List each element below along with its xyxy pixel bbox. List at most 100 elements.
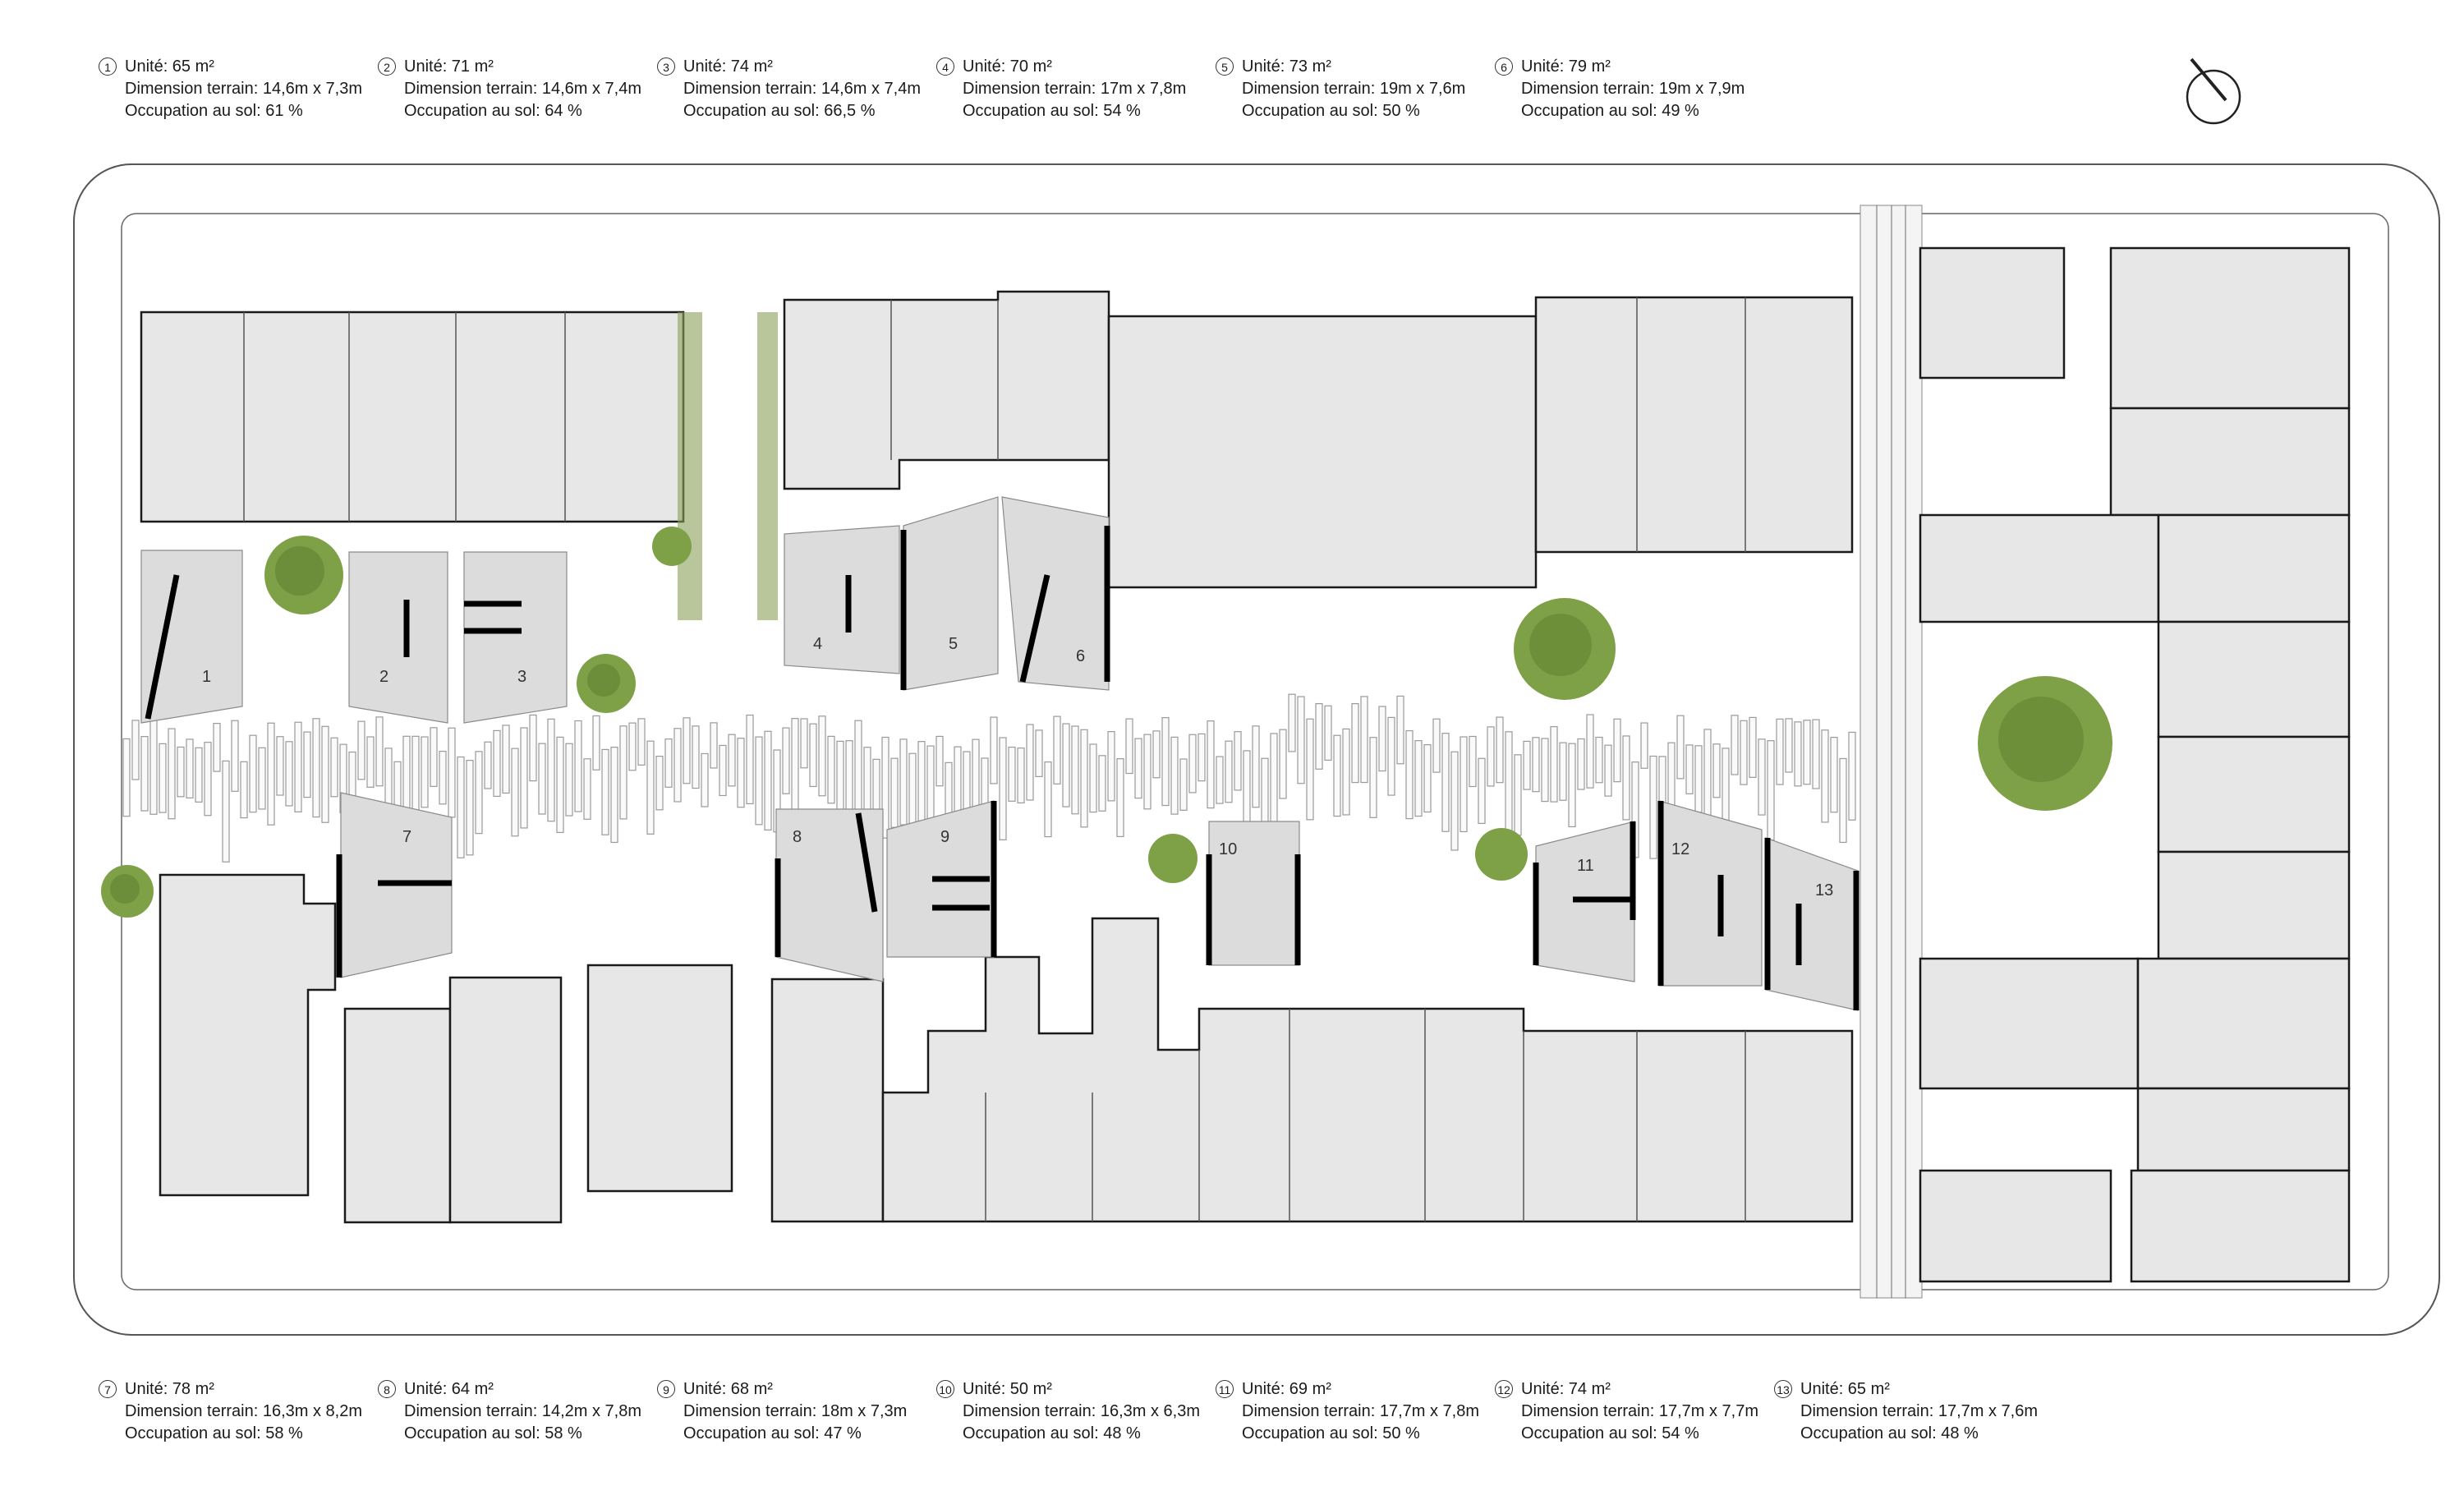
- fence-slat: [1179, 758, 1188, 811]
- fence-slat: [1541, 738, 1549, 803]
- fence-slat: [1297, 696, 1305, 784]
- legend-unit-9: 9 Unité: 68 m² Dimension terrain: 18m x …: [657, 1378, 907, 1445]
- unit-area: Unité: 73 m²: [1242, 58, 1331, 76]
- terrain-dimension: Dimension terrain: 17,7m x 7,7m: [1521, 1402, 1759, 1420]
- block-outline: [73, 163, 2440, 1336]
- fence-slat: [800, 718, 808, 769]
- fence-strip: [122, 693, 1856, 863]
- unit-2: 2: [348, 551, 448, 724]
- fence-slat: [1514, 754, 1522, 836]
- unit-area: Unité: 64 m²: [404, 1380, 494, 1398]
- unit-number-badge: 6: [1495, 58, 1513, 76]
- unit-number-badge: 12: [1495, 1380, 1513, 1398]
- fence-slat: [249, 734, 257, 813]
- unit-number-badge: 7: [99, 1380, 117, 1398]
- fence-slat: [1432, 718, 1441, 773]
- north-arrow-icon: [2186, 58, 2241, 125]
- fence-slat: [782, 727, 790, 794]
- fence-slat: [1478, 757, 1486, 825]
- fence-slat: [954, 746, 962, 816]
- fence-slat: [1848, 731, 1856, 821]
- unit-3: 3: [463, 551, 568, 724]
- fence-slat: [177, 746, 185, 798]
- fence-slat: [448, 727, 456, 818]
- fence-slat: [1333, 734, 1341, 817]
- fence-slat: [1053, 715, 1061, 784]
- fence-slat: [1161, 717, 1170, 807]
- unit-number-badge: 5: [1216, 58, 1234, 76]
- fence-slat: [1460, 736, 1468, 833]
- unit-13: 13: [1764, 837, 1859, 1011]
- ground-occupation: Occupation au sol: 48 %: [963, 1424, 1141, 1442]
- fence-slat: [502, 725, 510, 794]
- unit-label-10: 10: [1219, 840, 1237, 858]
- fence-slat: [1270, 733, 1278, 834]
- fence-slat: [1369, 737, 1377, 818]
- fence-slat: [1559, 742, 1567, 801]
- fence-slat: [1387, 716, 1395, 796]
- fence-slat: [195, 747, 203, 803]
- unit-number-badge: 3: [657, 58, 675, 76]
- fence-slat: [529, 714, 537, 782]
- legend-unit-4: 4 Unité: 70 m² Dimension terrain: 17m x …: [936, 56, 1186, 122]
- unit-label-2: 2: [379, 668, 388, 686]
- fence-slat: [610, 747, 618, 844]
- fence-slat: [1568, 743, 1576, 828]
- unit-10: 10: [1206, 821, 1301, 966]
- legend-unit-2: 2 Unité: 71 m² Dimension terrain: 14,6m …: [378, 56, 641, 122]
- fence-slat: [1188, 734, 1197, 794]
- fence-slat: [664, 738, 673, 788]
- fence-slat: [990, 716, 998, 784]
- legend-unit-5: 5 Unité: 73 m² Dimension terrain: 19m x …: [1216, 56, 1465, 122]
- fence-slat: [1288, 693, 1296, 752]
- fence-slat: [466, 760, 474, 856]
- fence-slat: [1640, 722, 1648, 769]
- fence-slat: [231, 720, 239, 792]
- unit-area: Unité: 71 m²: [404, 58, 494, 76]
- proposed-units: 1 2 3 4 5 6: [140, 496, 1859, 1011]
- fence-slat: [673, 728, 682, 803]
- terrain-dimension: Dimension terrain: 19m x 7,6m: [1242, 80, 1466, 98]
- fence-slat: [1604, 744, 1612, 797]
- legend-unit-1: 1 Unité: 65 m² Dimension terrain: 14,6m …: [99, 56, 362, 122]
- fence-slat: [1089, 743, 1097, 813]
- fence-slat: [131, 720, 140, 780]
- fence-slat: [1225, 740, 1233, 803]
- fence-slat: [1676, 715, 1685, 780]
- existing-buildings-east: [1919, 246, 2351, 1283]
- fence-slat: [294, 721, 302, 812]
- terrain-dimension: Dimension terrain: 16,3m x 8,2m: [125, 1402, 363, 1420]
- tree-icon: [1475, 828, 1528, 881]
- unit-area: Unité: 68 m²: [683, 1380, 773, 1398]
- fence-slat: [312, 718, 320, 818]
- fence-slat: [1550, 725, 1558, 803]
- fence-slat: [1170, 736, 1179, 815]
- fence-slat: [556, 736, 564, 834]
- fence-slat: [1767, 740, 1775, 841]
- fence-slat: [746, 714, 754, 805]
- fence-slat: [1378, 706, 1386, 772]
- fence-slat: [1324, 705, 1332, 761]
- fence-slat: [637, 718, 646, 766]
- fence-slat: [1080, 729, 1088, 828]
- fence-slat: [601, 748, 609, 835]
- fence-slat: [1351, 702, 1359, 784]
- fence-slat: [1731, 715, 1739, 775]
- ground-occupation: Occupation au sol: 61 %: [125, 102, 303, 120]
- fence-slat: [1143, 734, 1152, 810]
- fence-slat: [1830, 737, 1838, 813]
- unit-12: 12: [1657, 800, 1763, 987]
- fence-slat: [1595, 736, 1603, 784]
- tree-icon: [577, 654, 636, 713]
- fence-slat: [1252, 725, 1260, 808]
- fence-slat: [881, 736, 890, 839]
- fence-slat: [683, 717, 691, 784]
- legend-unit-3: 3 Unité: 74 m² Dimension terrain: 14,6m …: [657, 56, 921, 122]
- unit-label-9: 9: [940, 828, 949, 846]
- fence-slat: [574, 720, 582, 812]
- fence-slat: [276, 736, 284, 796]
- fence-slat: [140, 735, 149, 812]
- ground-occupation: Occupation au sol: 58 %: [125, 1424, 303, 1442]
- trees: [101, 527, 2112, 918]
